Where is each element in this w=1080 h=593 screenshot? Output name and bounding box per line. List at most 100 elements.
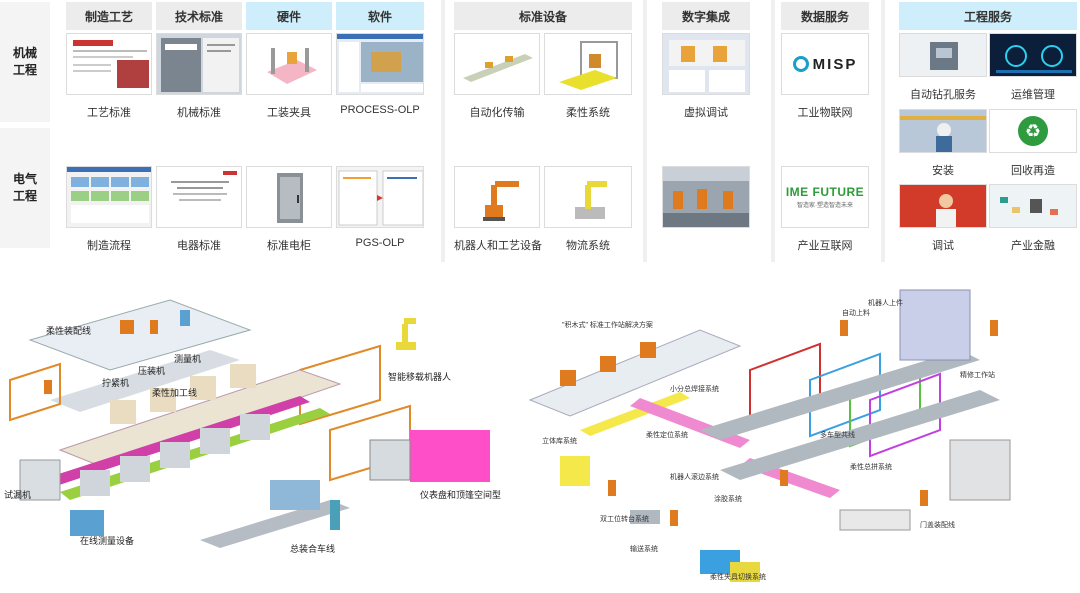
- finance-image: [990, 185, 1076, 227]
- header-label: 数据服务: [800, 9, 849, 24]
- row-label-electrical-text: 电气 工程: [12, 172, 37, 203]
- caption-pgs-olp: PGS-OLP: [355, 237, 405, 249]
- thumb-manufacturing-flow[interactable]: [66, 166, 152, 228]
- caption-robots: 机器人和工艺设备: [454, 240, 542, 252]
- thumb-process-standard[interactable]: [66, 33, 152, 95]
- left-factory-diagram: 柔性装配线 拧紧机 压装机 测量机 柔性加工线 智能移载机器人 试漏机 在线测量…: [0, 280, 520, 593]
- thumb-virtual-debugging[interactable]: [662, 33, 750, 95]
- header-data-services[interactable]: 数据服务: [781, 2, 869, 30]
- robot-image: [483, 181, 519, 221]
- thumb-misp-logo[interactable]: MISP: [781, 33, 869, 95]
- header-label: 标准设备: [518, 9, 567, 24]
- row-label-mechanical: 机械 工程: [0, 2, 50, 122]
- caption-manufacturing-flow: 制造流程: [87, 240, 131, 252]
- label-gluing-system: 涂胶系统: [714, 496, 742, 503]
- caption-recycling: 回收再造: [1011, 165, 1055, 177]
- recycle-icon: ♻: [1018, 116, 1048, 146]
- caption-industrial-finance: 产业金融: [1011, 240, 1055, 252]
- thumb-standard-cabinet[interactable]: [246, 166, 332, 228]
- column-separator: [771, 0, 775, 262]
- thumb-flexible-system[interactable]: [544, 33, 632, 95]
- right-factory-illustration: [528, 289, 1011, 582]
- thumb-industrial-finance[interactable]: [989, 184, 1077, 228]
- thumb-ime-logo[interactable]: IME FUTURE 智造家·塑造智造未来: [781, 166, 869, 228]
- label-dashboard-cockpit: 仪表盘和顶篷空间型: [420, 490, 502, 500]
- caption-process-olp: PROCESS-OLP: [340, 104, 420, 116]
- caption-fixtures: 工装夹具: [267, 107, 311, 119]
- label-door-line: 门盖装配线: [920, 522, 955, 529]
- caption-mechanical-standard: 机械标准: [177, 107, 221, 119]
- thumb-om-management[interactable]: [989, 33, 1077, 77]
- thumb-auto-conveying[interactable]: [454, 33, 540, 95]
- misp-logo-icon: [792, 56, 809, 72]
- engineer-image: [900, 185, 986, 227]
- thumb-recycling[interactable]: ♻: [989, 109, 1077, 153]
- thumb-electrical-standard[interactable]: [156, 166, 242, 228]
- label-double-station: 双工位转台系统: [600, 516, 649, 523]
- header-label: 制造工艺: [84, 9, 133, 24]
- header-label: 硬件: [276, 9, 301, 24]
- thumb-logistics[interactable]: [544, 166, 632, 228]
- label-flex-machining-line: 柔性加工线: [152, 388, 198, 398]
- document-image: [69, 36, 151, 94]
- label-multi-car-line: 多车型共线: [820, 432, 855, 439]
- caption-industrial-iot: 工业物联网: [797, 107, 853, 119]
- caption-industrial-internet: 产业互联网: [797, 240, 853, 252]
- thumb-process-olp[interactable]: [336, 33, 424, 95]
- caption-flexible-system: 柔性系统: [566, 107, 610, 119]
- software-image: [337, 34, 423, 94]
- misp-logo-text: MISP: [812, 55, 858, 73]
- header-technical-standards[interactable]: 技术标准: [156, 2, 242, 30]
- thumb-auto-drilling[interactable]: [899, 33, 987, 77]
- caption-om-management: 运维管理: [1011, 89, 1055, 101]
- caption-virtual-debugging: 虚拟调试: [684, 107, 728, 119]
- agv-image: [575, 181, 607, 219]
- label-auto-loading: 自动上料: [842, 310, 870, 317]
- thumb-installation[interactable]: [899, 109, 987, 153]
- ime-logo-subtext: 智造家·塑造智造未来: [797, 203, 853, 209]
- label-finishing: 精修工作站: [960, 372, 995, 379]
- label-online-measuring: 在线测量设备: [80, 536, 135, 546]
- column-separator: [441, 0, 445, 262]
- ime-logo-text: IME FUTURE: [785, 185, 865, 199]
- label-measuring-machine: 测量机: [174, 354, 202, 364]
- left-factory-illustration: [9, 299, 490, 548]
- header-software[interactable]: 软件: [336, 2, 424, 30]
- caption-logistics: 物流系统: [566, 240, 610, 252]
- header-hardware[interactable]: 硬件: [246, 2, 332, 30]
- header-standard-equipment[interactable]: 标准设备: [454, 2, 632, 30]
- label-flexible-fixture: 柔性夹具切换系统: [710, 574, 766, 581]
- thumb-debugging[interactable]: [899, 184, 987, 228]
- header-digital-integration[interactable]: 数字集成: [662, 2, 750, 30]
- cabinet-image: [277, 173, 303, 223]
- dashboard-image: [990, 34, 1076, 76]
- thumb-mechanical-standard[interactable]: [156, 33, 242, 95]
- column-separator: [881, 0, 885, 262]
- label-robot-welding: 机器人滚边系统: [670, 474, 719, 481]
- header-label: 工程服务: [963, 9, 1012, 24]
- label-flexible-standard-solution: "积木式" 标准工作站解决方案: [562, 322, 653, 329]
- label-conveyor-cell: 输送系统: [630, 546, 658, 553]
- label-positioning-system: 柔性定位系统: [646, 432, 688, 439]
- flow-image: [67, 167, 151, 227]
- header-engineering-services[interactable]: 工程服务: [899, 2, 1077, 30]
- screenshot-image: [157, 34, 241, 94]
- header-label: 软件: [367, 9, 392, 24]
- thumb-digital-factory[interactable]: [662, 166, 750, 228]
- label-flex-assembly-line: 柔性装配线: [46, 326, 92, 336]
- thumb-robots[interactable]: [454, 166, 540, 228]
- thumb-pgs-olp[interactable]: [336, 166, 424, 228]
- thumb-fixtures[interactable]: [246, 33, 332, 95]
- virtual-image: [663, 34, 749, 94]
- row-label-electrical: 电气 工程: [0, 128, 50, 248]
- factory-image: [663, 167, 749, 227]
- label-assembly-line: 总装合车线: [290, 544, 336, 554]
- header-label: 数字集成: [681, 9, 730, 24]
- header-manufacturing-process[interactable]: 制造工艺: [66, 2, 152, 30]
- caption-debugging: 调试: [932, 240, 954, 252]
- column-separator: [643, 0, 647, 262]
- software-image: [337, 167, 423, 227]
- caption-auto-drilling-service: 自动钻孔服务: [910, 89, 976, 101]
- label-robot-loading: 机器人上件: [868, 300, 903, 307]
- label-multi-vehicle-system: 柔性总拼系统: [850, 464, 892, 471]
